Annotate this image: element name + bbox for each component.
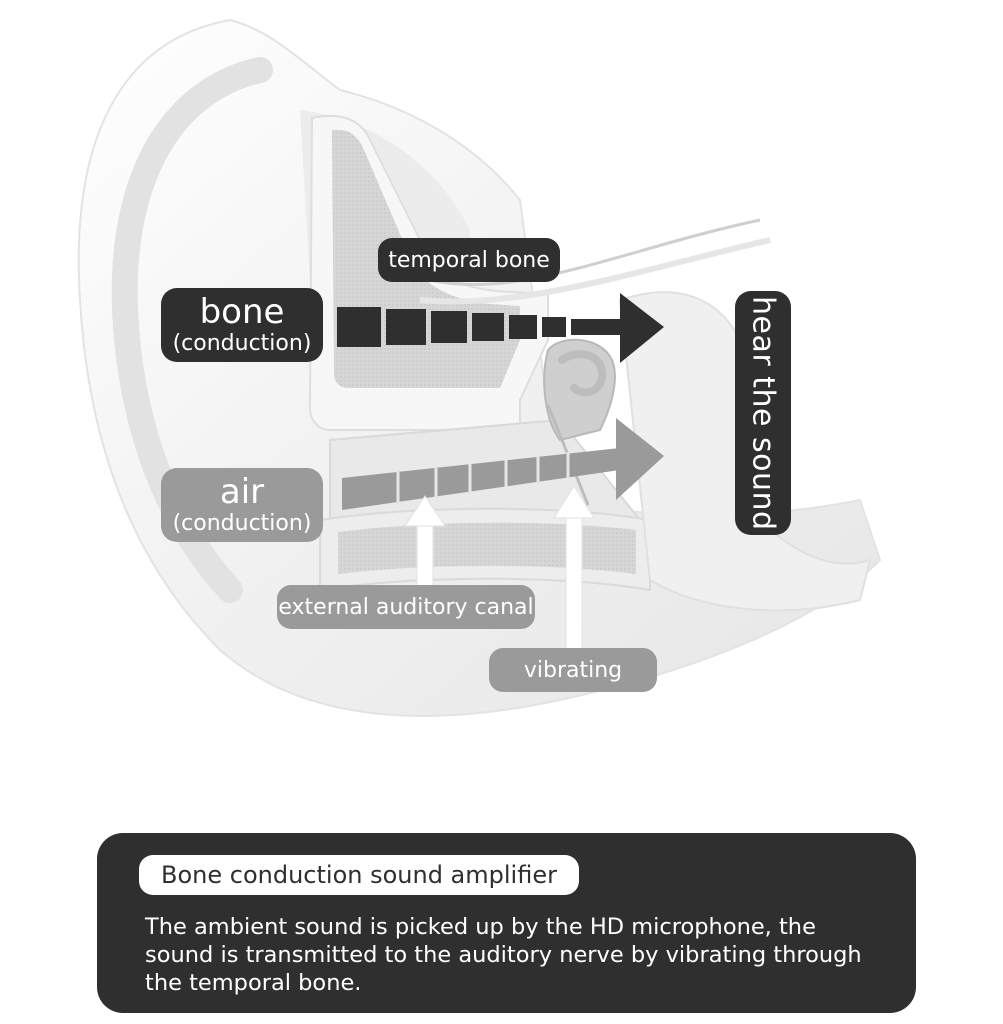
air-arrow-body — [342, 448, 620, 510]
inner-ear-coil — [558, 350, 607, 397]
air-arrow-head — [616, 418, 664, 500]
bone-arrow-segment — [337, 307, 381, 347]
info-card-title: Bone conduction sound amplifier — [139, 855, 579, 895]
bone-ridge-line — [429, 218, 761, 287]
air-conduction-arrow — [342, 418, 664, 510]
bone-label-main: bone — [199, 292, 285, 332]
bone-arrow-segment — [571, 319, 621, 335]
bone-arrow-segment — [472, 313, 504, 341]
air-label-main: air — [219, 472, 265, 512]
vibrating-pointer-arrow — [553, 485, 595, 651]
bone-arrow-segment — [542, 317, 566, 337]
external-auditory-canal-label: external auditory canal — [277, 585, 535, 629]
canal-wall-tissue — [338, 522, 636, 574]
vibrating-label: vibrating — [489, 648, 657, 692]
bone-arrow-segment — [431, 311, 467, 343]
canal-pointer-arrow — [404, 495, 446, 587]
bone-arrow-head — [620, 293, 664, 363]
bone-label-sub: (conduction) — [172, 331, 312, 356]
vibrating-pointer-shaft — [565, 511, 583, 651]
canal-pointer-head — [404, 495, 446, 527]
hear-the-sound-label: hear the sound — [735, 291, 791, 535]
air-conduction-label: air (conduction) — [161, 468, 323, 542]
bone-conduction-arrow — [337, 293, 664, 363]
ear-illustration — [77, 18, 882, 717]
canal-pointer-shaft — [416, 519, 434, 587]
temporal-bone-label: temporal bone — [378, 238, 560, 282]
air-label-sub: (conduction) — [172, 511, 312, 536]
bone-conduction-label: bone (conduction) — [161, 288, 323, 362]
info-card: Bone conduction sound amplifier The ambi… — [97, 833, 916, 1013]
bone-arrow-segment — [509, 315, 537, 339]
bone-ridge-line-2 — [419, 237, 771, 305]
bone-arrow-segment — [386, 309, 426, 345]
info-card-body: The ambient sound is picked up by the HD… — [145, 914, 862, 996]
vibrating-pointer-head — [553, 485, 595, 519]
